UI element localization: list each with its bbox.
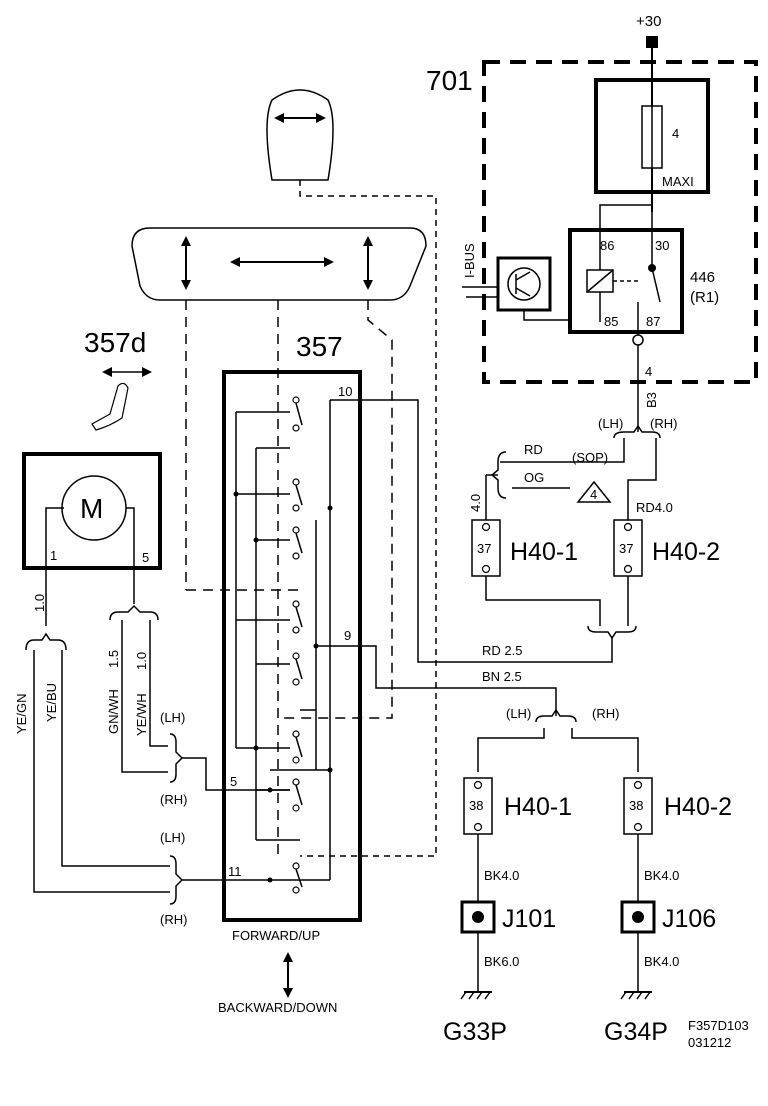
connector-h40-1-top: 37 H40-1 [471,519,578,577]
seat-icon [91,367,152,431]
wire-rd25: RD 2.5 [482,643,522,658]
ibus-module: I-BUS [462,243,570,321]
relay-pin-86: 86 [600,238,614,253]
label-rh-top: (RH) [650,416,677,431]
forward-label: FORWARD/UP [232,928,320,943]
relay-sub: (R1) [690,289,719,306]
wire-bk40-c: BK4.0 [644,954,679,969]
ground-left: BK4.0 J101 BK6.0 G33P [443,834,556,1046]
relay-output-wire: 4 B3 (LH) (RH) RD OG (SOP) 4 4.0 RD4.0 [468,334,677,520]
motor-ref-label: 357d [84,327,146,358]
wire-bn25: BN 2.5 [482,669,522,684]
pin-37-right: 37 [619,541,633,556]
wire-1-0-a: 1.0 [32,594,47,612]
ground-g34p: G34P [604,1018,668,1046]
pin-37-left: 37 [477,541,491,556]
wire-bk40-a: BK4.0 [484,868,519,883]
switch-pin-10: 10 [338,384,352,399]
wire-bk60: BK6.0 [484,954,519,969]
label-lh-left-a: (LH) [160,710,185,725]
drawing-code: F357D103 [688,1018,749,1033]
relay-pin-85: 85 [604,314,618,329]
pin-38-left: 38 [469,798,483,813]
wire-yebu: YE/BU [44,683,59,722]
wire-og: OG [524,470,544,485]
seat-switch-panel [131,227,427,860]
label-sop: (SOP) [572,450,608,465]
connector-h40-2-bot: 38 H40-2 [623,777,732,835]
relay-id: 446 [690,269,715,286]
label-lh-left-b: (LH) [160,830,185,845]
h40-1-top-label: H40-1 [510,538,578,566]
supply-label: +30 [636,13,661,30]
h40-1-bot-label: H40-1 [504,793,572,821]
motor-symbol: M [80,493,103,524]
wire-4-0: 4.0 [468,494,483,512]
connector-h40-2-top: 37 H40-2 [613,519,720,577]
backward-label: BACKWARD/DOWN [218,1000,337,1015]
wire-yegn: YE/GN [14,694,29,734]
drawing-date: 031212 [688,1035,731,1050]
seat-motor: M 1 5 [22,452,162,626]
splice-j101: J101 [502,905,556,933]
switch-pin-5: 5 [230,774,237,789]
wire-1-0-b: 1.0 [134,652,149,670]
motor-pin-5: 5 [142,550,149,565]
central-unit-701: 701 [426,60,758,384]
h40-2-top-label: H40-2 [652,538,720,566]
h40-2-bot-label: H40-2 [664,793,732,821]
connector-h40-1-bot: 38 H40-1 [463,777,572,835]
switch-pin-11: 11 [228,864,242,879]
relay-446: 86 30 85 87 446 (R1) [568,192,719,335]
merge-brace-top: RD 2.5 BN 2.5 (LH) (RH) [352,399,639,772]
drawing-footer: F357D103 031212 [688,1018,749,1050]
fuse-type: MAXI [662,174,694,189]
wire-rd: RD [524,442,543,457]
wire-bk40-b: BK4.0 [644,868,679,883]
wire-gnwh: GN/WH [106,689,121,734]
central-unit-label: 701 [426,65,473,96]
wire-1-5: 1.5 [106,650,121,668]
switch-pin-9: 9 [344,628,351,643]
note-triangle: 4 [590,487,597,502]
ground-g33p: G33P [443,1018,507,1046]
ground-right: BK4.0 J106 BK4.0 G34P [604,834,716,1046]
wire-yewh: YE/WH [134,693,149,736]
seat-assembly-label: 357 [296,331,343,362]
wire-4: 4 [645,364,652,379]
motor-pin-1: 1 [50,548,57,563]
ibus-label: I-BUS [462,243,477,278]
label-rh-left-a: (RH) [160,792,187,807]
label-rh-left-b: (RH) [160,912,187,927]
seat-switch-block: 10 9 5 11 [218,370,362,1015]
fuse-number: 4 [672,126,679,141]
label-lh-mid: (LH) [506,706,531,721]
left-harness: 1.0 YE/GN YE/BU GN/WH 1.5 YE/WH 1.0 (LH)… [14,594,330,927]
splice-j106: J106 [662,905,716,933]
wire-b3: B3 [644,392,659,408]
relay-pin-87: 87 [646,314,660,329]
relay-pin-30: 30 [655,238,669,253]
pin-38-right: 38 [629,798,643,813]
label-rh-mid: (RH) [592,706,619,721]
wire-rd40: RD4.0 [636,500,673,515]
headrest-switch-icon [266,89,437,857]
label-lh-top: (LH) [598,416,623,431]
